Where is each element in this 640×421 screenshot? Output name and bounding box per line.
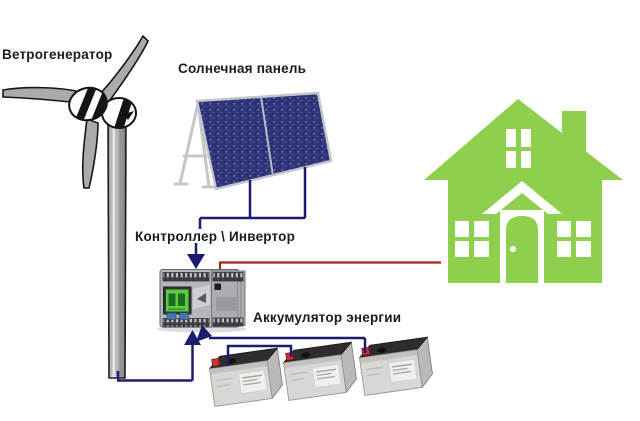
wire-controller-to-house — [218, 261, 441, 270]
doorknob — [510, 246, 516, 252]
solar-panel-icon — [173, 91, 333, 191]
wind-turbine-icon — [2, 34, 149, 379]
label-controller-inverter: Контроллер \ Инвертор — [135, 229, 296, 244]
wire-solar-to-controller — [194, 167, 307, 256]
left-window-pane — [455, 221, 469, 237]
terminal-strip — [162, 272, 210, 282]
porch-roof — [482, 181, 562, 214]
label-wind-generator: Ветрогенератор — [2, 47, 113, 62]
wire-arrows — [184, 254, 212, 345]
keypad-button — [166, 312, 177, 320]
house-icon — [424, 99, 623, 283]
battery-bank — [207, 336, 435, 407]
plc-controller-icon — [157, 269, 247, 333]
arrow-into-controller-top — [187, 254, 205, 269]
label-solar-panel: Солнечная панель — [178, 61, 307, 76]
attic-window-pane — [506, 129, 516, 147]
label-battery-bank: Аккумулятор энергии — [253, 310, 402, 325]
battery-icon — [207, 347, 285, 407]
wire-battery-interconnect — [226, 344, 293, 366]
wire-battery-to-controller — [209, 336, 367, 353]
wire-wind-to-controller — [116, 343, 194, 382]
right-window-pane — [557, 221, 571, 237]
battery-icon — [281, 341, 359, 401]
battery-icon — [357, 336, 435, 396]
door — [506, 216, 538, 283]
wires — [116, 167, 441, 382]
arrow-into-controller-bottom-right — [196, 325, 212, 342]
